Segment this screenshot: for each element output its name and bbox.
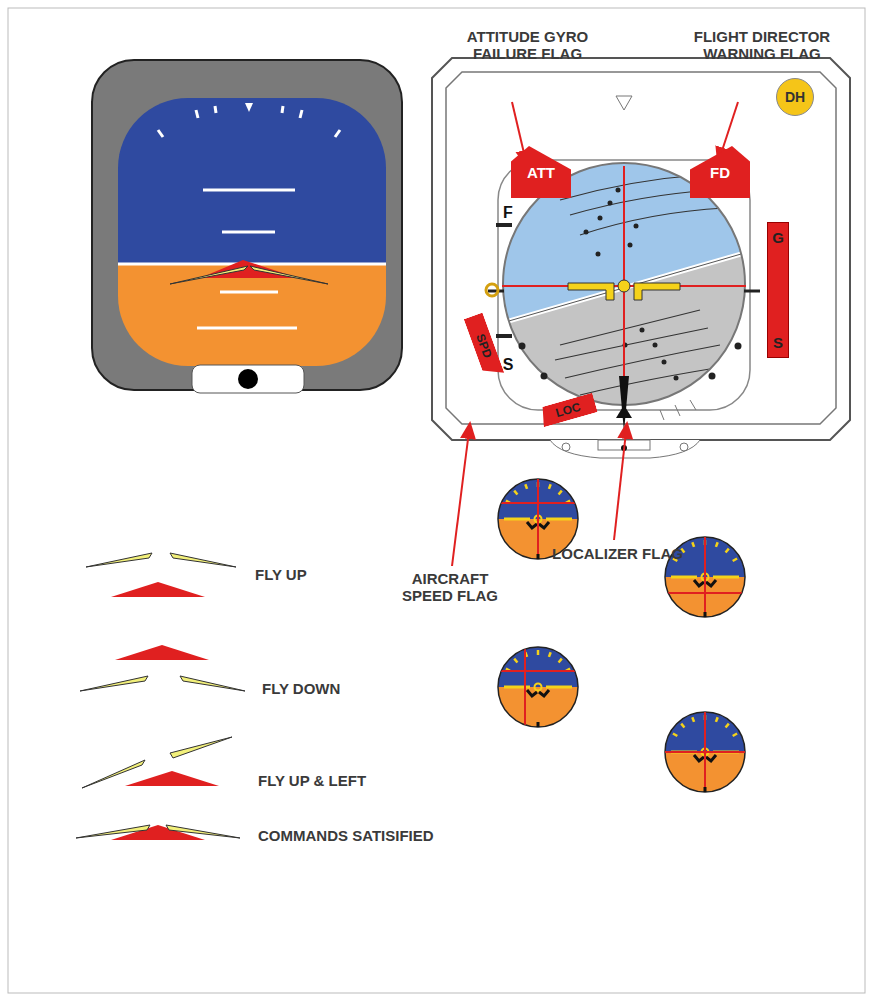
wing (76, 825, 150, 838)
mini-indicators (498, 479, 745, 792)
command-label: FLY DOWN (262, 680, 382, 697)
shape (733, 559, 737, 562)
shape (537, 722, 540, 727)
shape (681, 724, 684, 728)
callout-label: FLIGHT DIRECTOR WARNING FLAG (672, 28, 852, 62)
shape (726, 549, 729, 553)
command-label: FLY UP & LEFT (258, 772, 418, 789)
shape (514, 659, 517, 663)
shape (504, 518, 530, 521)
wing (170, 737, 232, 758)
shape (549, 652, 551, 657)
shape (498, 687, 578, 727)
shape (716, 542, 718, 547)
shape (498, 647, 578, 727)
shape (716, 717, 718, 722)
attitude-indicator (92, 60, 402, 393)
shape (525, 484, 527, 489)
command-label: FLY UP (255, 566, 375, 583)
flag-text: G (772, 229, 784, 246)
shape (673, 734, 677, 737)
shape (692, 717, 694, 722)
shape (704, 787, 707, 792)
shape (537, 554, 540, 559)
flag-text: LOC (554, 400, 582, 420)
shape (665, 712, 745, 792)
shape (726, 724, 729, 728)
shape (665, 712, 745, 792)
command-bar (111, 582, 205, 597)
wing (180, 676, 245, 691)
command-bar (704, 712, 706, 792)
gs-flag: GS (767, 222, 789, 358)
command-symbols (76, 553, 245, 840)
shape (546, 518, 572, 521)
shape (665, 712, 745, 792)
shape (514, 491, 517, 495)
shape (692, 542, 694, 547)
command-label: COMMANDS SATISIFIED (258, 827, 478, 844)
wing (170, 553, 236, 567)
shape (546, 686, 572, 689)
scale-letter: F (500, 204, 516, 221)
command-bar (524, 647, 526, 727)
shape (537, 650, 540, 655)
flight-director-indicator (432, 58, 850, 458)
command-bar (115, 645, 209, 660)
shape (549, 484, 551, 489)
shape (559, 491, 562, 495)
flag-text: DH (785, 89, 805, 105)
dh-light: DH (776, 78, 814, 116)
shape (733, 734, 737, 737)
flag-text: FD (710, 164, 730, 181)
shape (527, 690, 549, 696)
shape (559, 659, 562, 663)
wing (86, 553, 152, 567)
command-bar (704, 537, 706, 617)
command-bar (498, 670, 578, 672)
flag-text: ATT (527, 164, 555, 181)
shape (535, 684, 542, 691)
wing (166, 825, 240, 838)
callout-label: LOCALIZER FLAG (530, 545, 705, 562)
flag-text: S (773, 334, 783, 351)
shape (504, 686, 530, 689)
callout-label: AIRCRAFT SPEED FLAG (385, 570, 515, 604)
shape (498, 647, 578, 727)
command-bar (537, 479, 539, 559)
callout-label: ATTITUDE GYRO FAILURE FLAG (440, 28, 615, 62)
shape (671, 576, 697, 579)
scale-letter: S (500, 356, 516, 373)
shape (498, 647, 578, 727)
shape (498, 647, 578, 687)
wing (80, 676, 148, 691)
shape (704, 612, 707, 617)
command-bar (125, 771, 219, 786)
shape (713, 576, 739, 579)
